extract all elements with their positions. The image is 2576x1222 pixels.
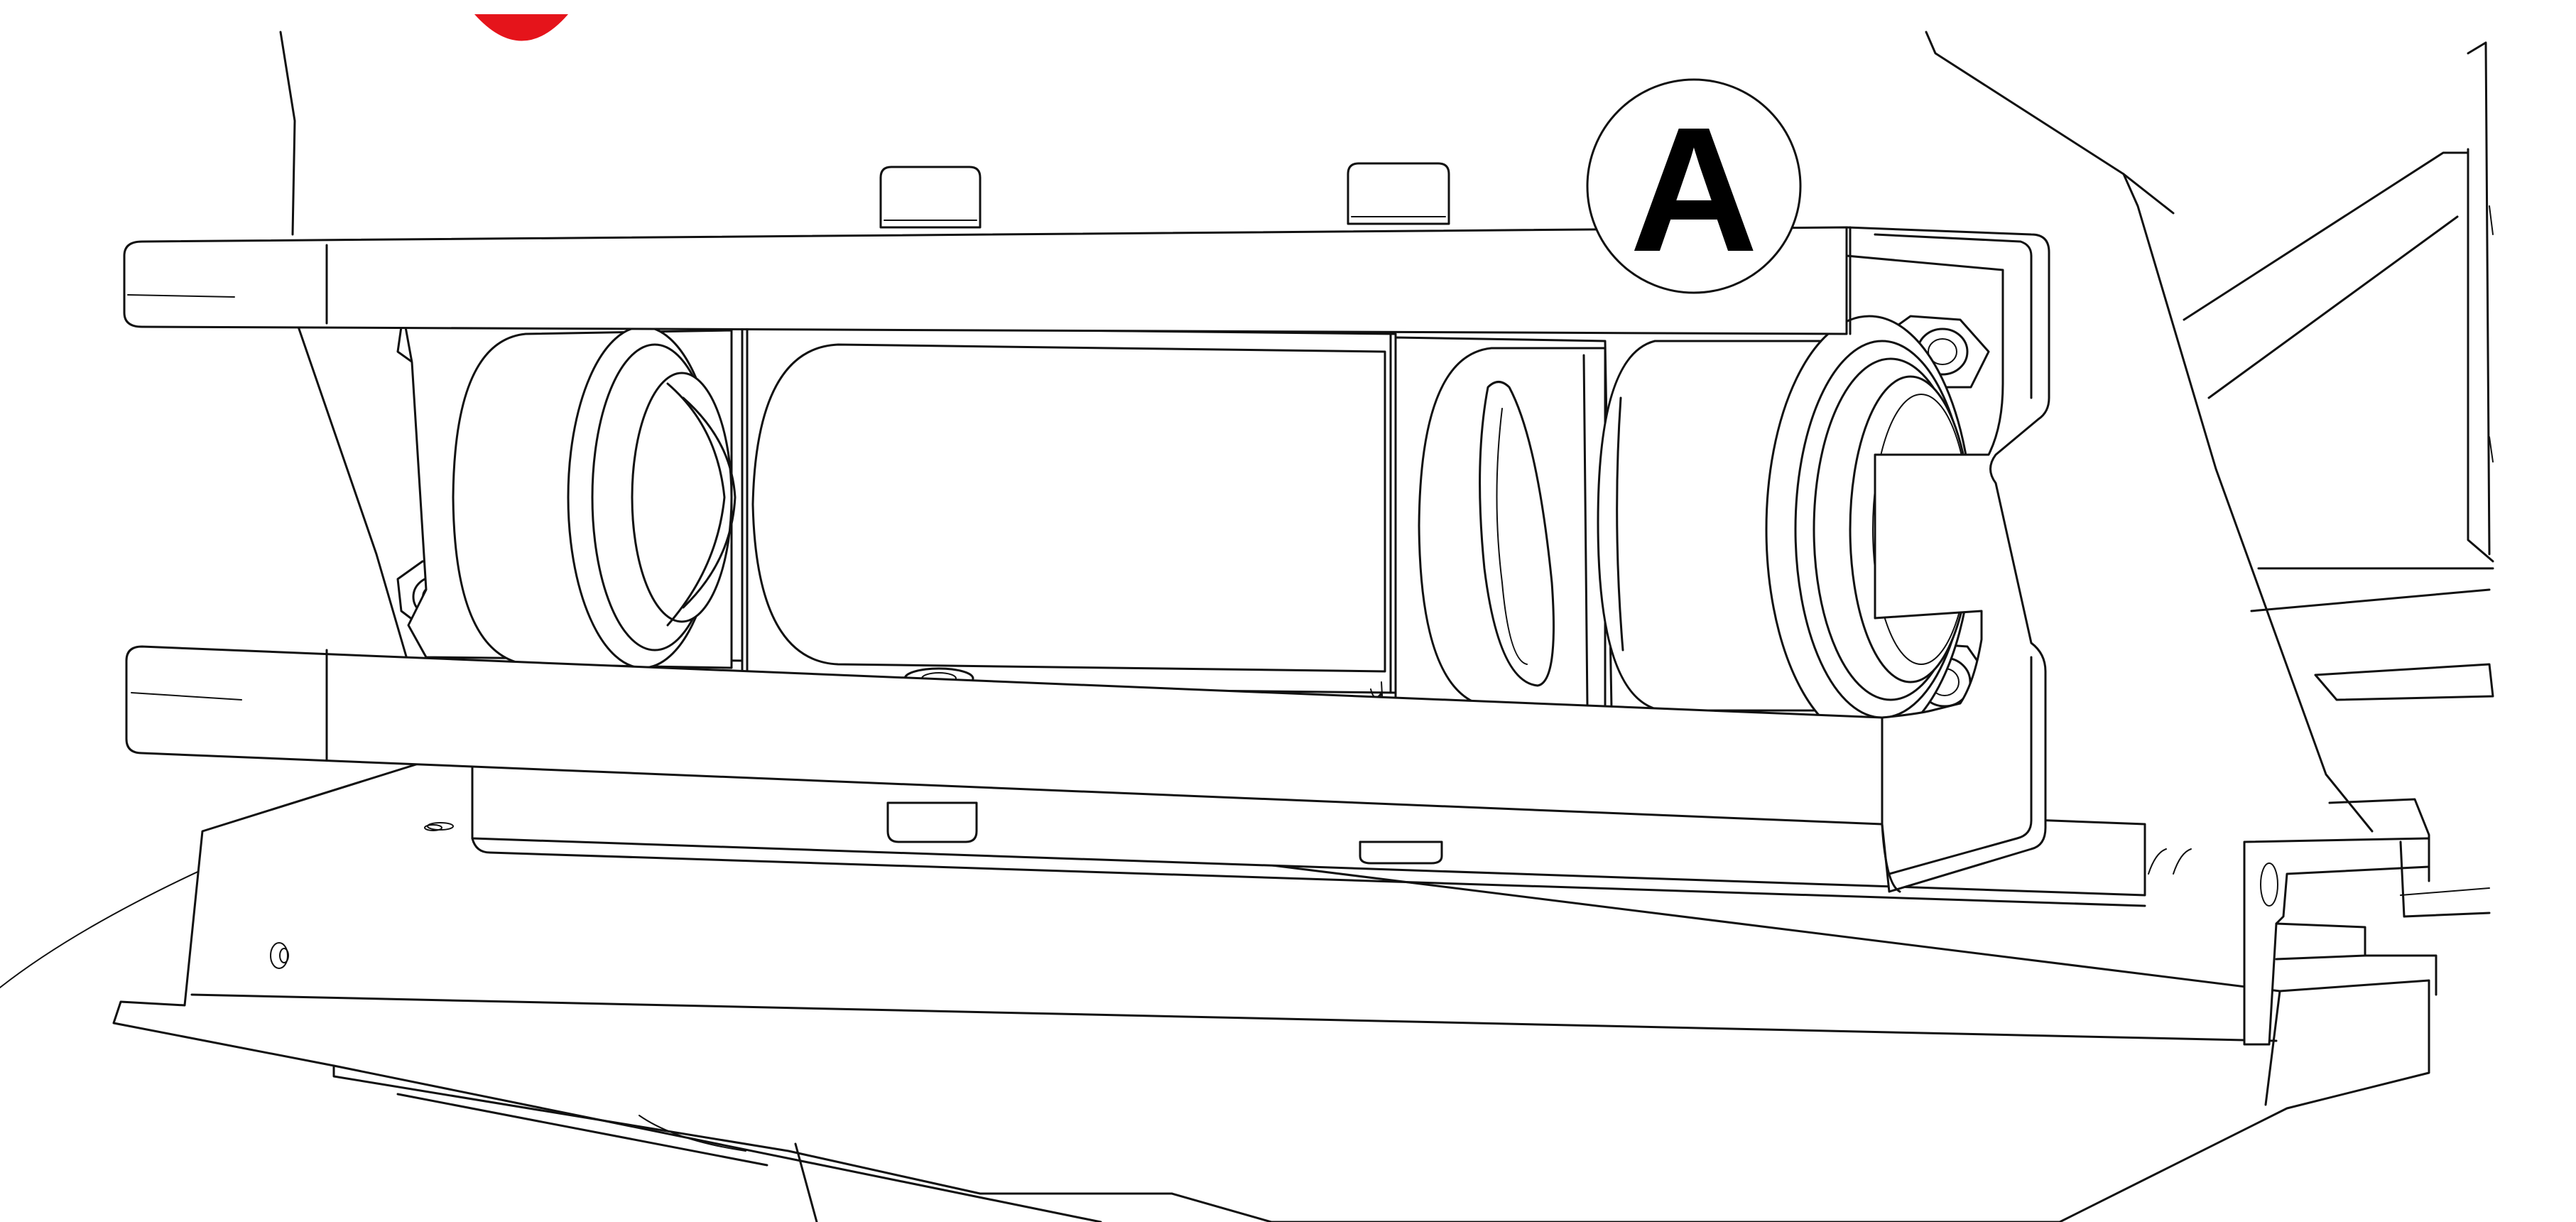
rail-bracket: [2148, 837, 2491, 1046]
clamp-bracket-right: [1845, 226, 2050, 893]
callout-circle: [1586, 78, 1802, 294]
clamp-bar-upper: [123, 226, 1848, 335]
callout-label: A: [1630, 90, 1759, 288]
base-plate: [112, 759, 2430, 1222]
clamp-bar-lower: [125, 645, 1884, 826]
top-stud-left: [879, 166, 982, 229]
top-stud-right: [1347, 162, 1450, 225]
cylinder-left-cap: [452, 325, 737, 669]
right-frame: [1925, 31, 2494, 896]
red-marker: [474, 14, 568, 41]
cylinder-right-cap: [1418, 347, 1607, 712]
callout-a-marker: A: [1586, 78, 1802, 294]
cylinder-body: [741, 325, 1397, 747]
